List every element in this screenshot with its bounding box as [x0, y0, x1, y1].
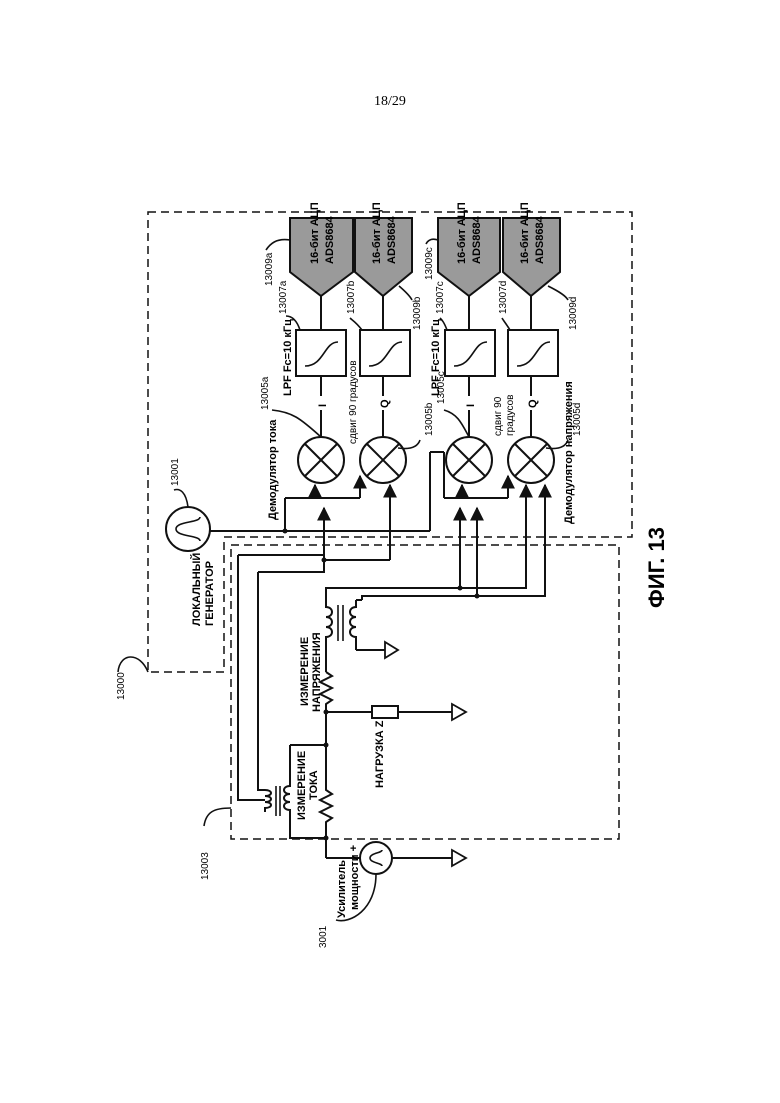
local-generator-13001 [166, 507, 210, 551]
shift-top-label: сдвиг 90 градусов [348, 360, 359, 444]
local-generator-label-1: ЛОКАЛЬНЫЙ [190, 553, 203, 626]
adc-a-label-1: 16-бит АЦП [309, 202, 321, 264]
leader-13009b [399, 286, 412, 300]
ref-13009b: 13009b [412, 296, 423, 330]
voltage-measure-label-2: НАПРЯЖЕНИЯ [311, 632, 323, 712]
ref-13007b: 13007b [346, 280, 357, 314]
adc-13009d: 16-бит АЦП ADS8684 [503, 202, 560, 296]
q-marker-top: Q [375, 396, 391, 410]
plus-sign: + [350, 843, 356, 855]
adc-a-label-2: ADS8684 [324, 215, 336, 264]
current-measure-label-1: ИЗМЕРЕНИЕ [296, 751, 308, 820]
adc-c-label-2: ADS8684 [471, 215, 483, 264]
i-marker-top: I [313, 396, 329, 410]
mixer-13005d [508, 437, 554, 483]
ref-13009d: 13009d [568, 297, 579, 330]
adc-d-label-1: 16-бит АЦП [519, 202, 531, 264]
shift-bottom-label-2: градусов [505, 395, 516, 436]
ref-13007c: 13007c [435, 281, 446, 314]
mixer-13005a [298, 437, 344, 483]
figure-label: ФИГ. 13 [644, 527, 669, 608]
leader-13007b [350, 318, 362, 330]
mixer-13005c [446, 437, 492, 483]
adc-13009b: 16-бит АЦП ADS8684 [355, 202, 412, 296]
leader-13005c [444, 410, 469, 437]
lpf-13007d [508, 330, 558, 376]
ref-13009c: 13009c [424, 247, 435, 280]
lpf-13007a [296, 330, 346, 376]
leader-13009d [548, 286, 568, 300]
adc-13009a: 16-бит АЦП ADS8684 [290, 202, 353, 296]
leader-13007d [502, 318, 510, 330]
local-generator-label-2: ГЕНЕРАТОР [204, 561, 216, 626]
load-z [372, 706, 398, 718]
q-marker-bottom: Q [523, 396, 539, 410]
mixer-13005b [360, 437, 406, 483]
adc-b-label-2: ADS8684 [386, 215, 398, 264]
shift-bottom-label-1: сдвиг 90 [493, 396, 504, 436]
voltage-transformer [326, 600, 398, 660]
ref-13007a: 13007a [278, 280, 289, 314]
svg-text:I: I [317, 404, 329, 407]
ref-13005b: 13005b [424, 402, 435, 436]
leader-13009a [266, 240, 290, 250]
leader-13003 [204, 808, 231, 826]
i-marker-bottom: I [461, 396, 477, 410]
voltage-demodulator-label: Демодулятор напряжения [563, 381, 575, 524]
ref-13005a: 13005a [260, 376, 271, 410]
lpf-13007c [445, 330, 495, 376]
ref-13000: 13000 [116, 672, 127, 700]
ref-13001: 13001 [170, 458, 181, 486]
leader-13005a [272, 410, 321, 437]
lpf-bottom-label: LPF Fc=10 кГц [430, 319, 442, 396]
ref-3001: 3001 [318, 925, 329, 948]
load-label: НАГРУЗКА Z [374, 720, 386, 788]
current-measure-resistor [320, 745, 332, 858]
svg-text:Q: Q [379, 399, 391, 408]
adc-d-label-2: ADS8684 [534, 215, 546, 264]
svg-text:I: I [465, 404, 477, 407]
amplifier-label-1: Усилитель [336, 860, 348, 918]
ref-13003: 13003 [200, 852, 211, 880]
lpf-13007b [360, 330, 410, 376]
current-measure-label-2: ТОКА [308, 770, 320, 800]
leader-13001 [174, 490, 188, 507]
adc-c-label-1: 16-бит АЦП [456, 202, 468, 264]
lpf-top-label: LPF Fc=10 кГц [282, 319, 294, 396]
adc-13009c: 16-бит АЦП ADS8684 [438, 202, 500, 296]
voltage-measure-label-1: ИЗМЕРЕНИЕ [299, 637, 311, 706]
svg-text:Q: Q [527, 399, 539, 408]
leader-13000 [118, 657, 148, 672]
ref-13009a: 13009a [264, 252, 275, 286]
current-demodulator-label: Демодулятор тока [267, 419, 279, 520]
adc-b-label-1: 16-бит АЦП [371, 202, 383, 264]
ref-13007d: 13007d [498, 281, 509, 314]
leader-13009c [426, 239, 438, 244]
amplifier-label-2: мощности [349, 855, 361, 910]
